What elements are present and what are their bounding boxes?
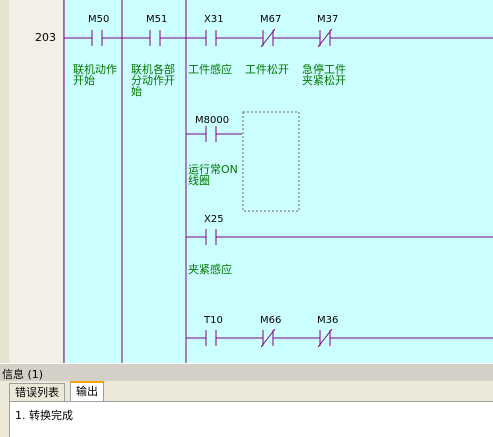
contact-m67-label: M67: [260, 14, 282, 25]
contact-m36-slash: [317, 328, 333, 348]
contact-m50-label: M50: [88, 14, 110, 25]
output-line: 1. 转换完成: [15, 409, 73, 422]
contact-m67-slash: [260, 28, 276, 48]
comment-x31: 工件感应: [188, 63, 232, 76]
output-pane[interactable]: 1. 转换完成: [9, 401, 493, 437]
info-panel-title: 信息 (1): [2, 368, 44, 381]
step-number-column: 203: [9, 0, 63, 363]
contact-m66-label: M66: [260, 315, 282, 326]
tab-output[interactable]: 输出: [70, 381, 104, 402]
contact-m8000-label: M8000: [195, 115, 230, 126]
ladder-diagram[interactable]: M50 M51 X31 M67 M37 M8000 X25 T10 M66 M3…: [63, 0, 493, 363]
comment-x25: 夹紧感应: [188, 263, 232, 276]
ladder-wiring: [64, 0, 493, 363]
comment-m67: 工件松开: [245, 63, 289, 76]
contact-x25-label: X25: [204, 214, 224, 225]
comment-m37: 急停工件夹紧松开: [302, 63, 346, 87]
tab-error-list[interactable]: 错误列表: [9, 383, 65, 401]
contact-x31-label: X31: [204, 14, 224, 25]
comment-m51: 联机各部分动作开始: [131, 63, 175, 98]
contact-m37-slash: [317, 28, 333, 48]
info-panel-header: 信息 (1): [0, 363, 493, 382]
contact-m37-label: M37: [317, 14, 339, 25]
cursor-selection-box: [242, 111, 300, 212]
step-number: 203: [35, 31, 56, 44]
info-panel-tabs: 错误列表 输出: [0, 381, 493, 402]
comment-m50: 联机动作开始: [73, 63, 117, 87]
contact-m51-label: M51: [146, 14, 168, 25]
contact-m36-label: M36: [317, 315, 339, 326]
contact-t10-label: T10: [204, 315, 223, 326]
contact-m66-slash: [260, 328, 276, 348]
